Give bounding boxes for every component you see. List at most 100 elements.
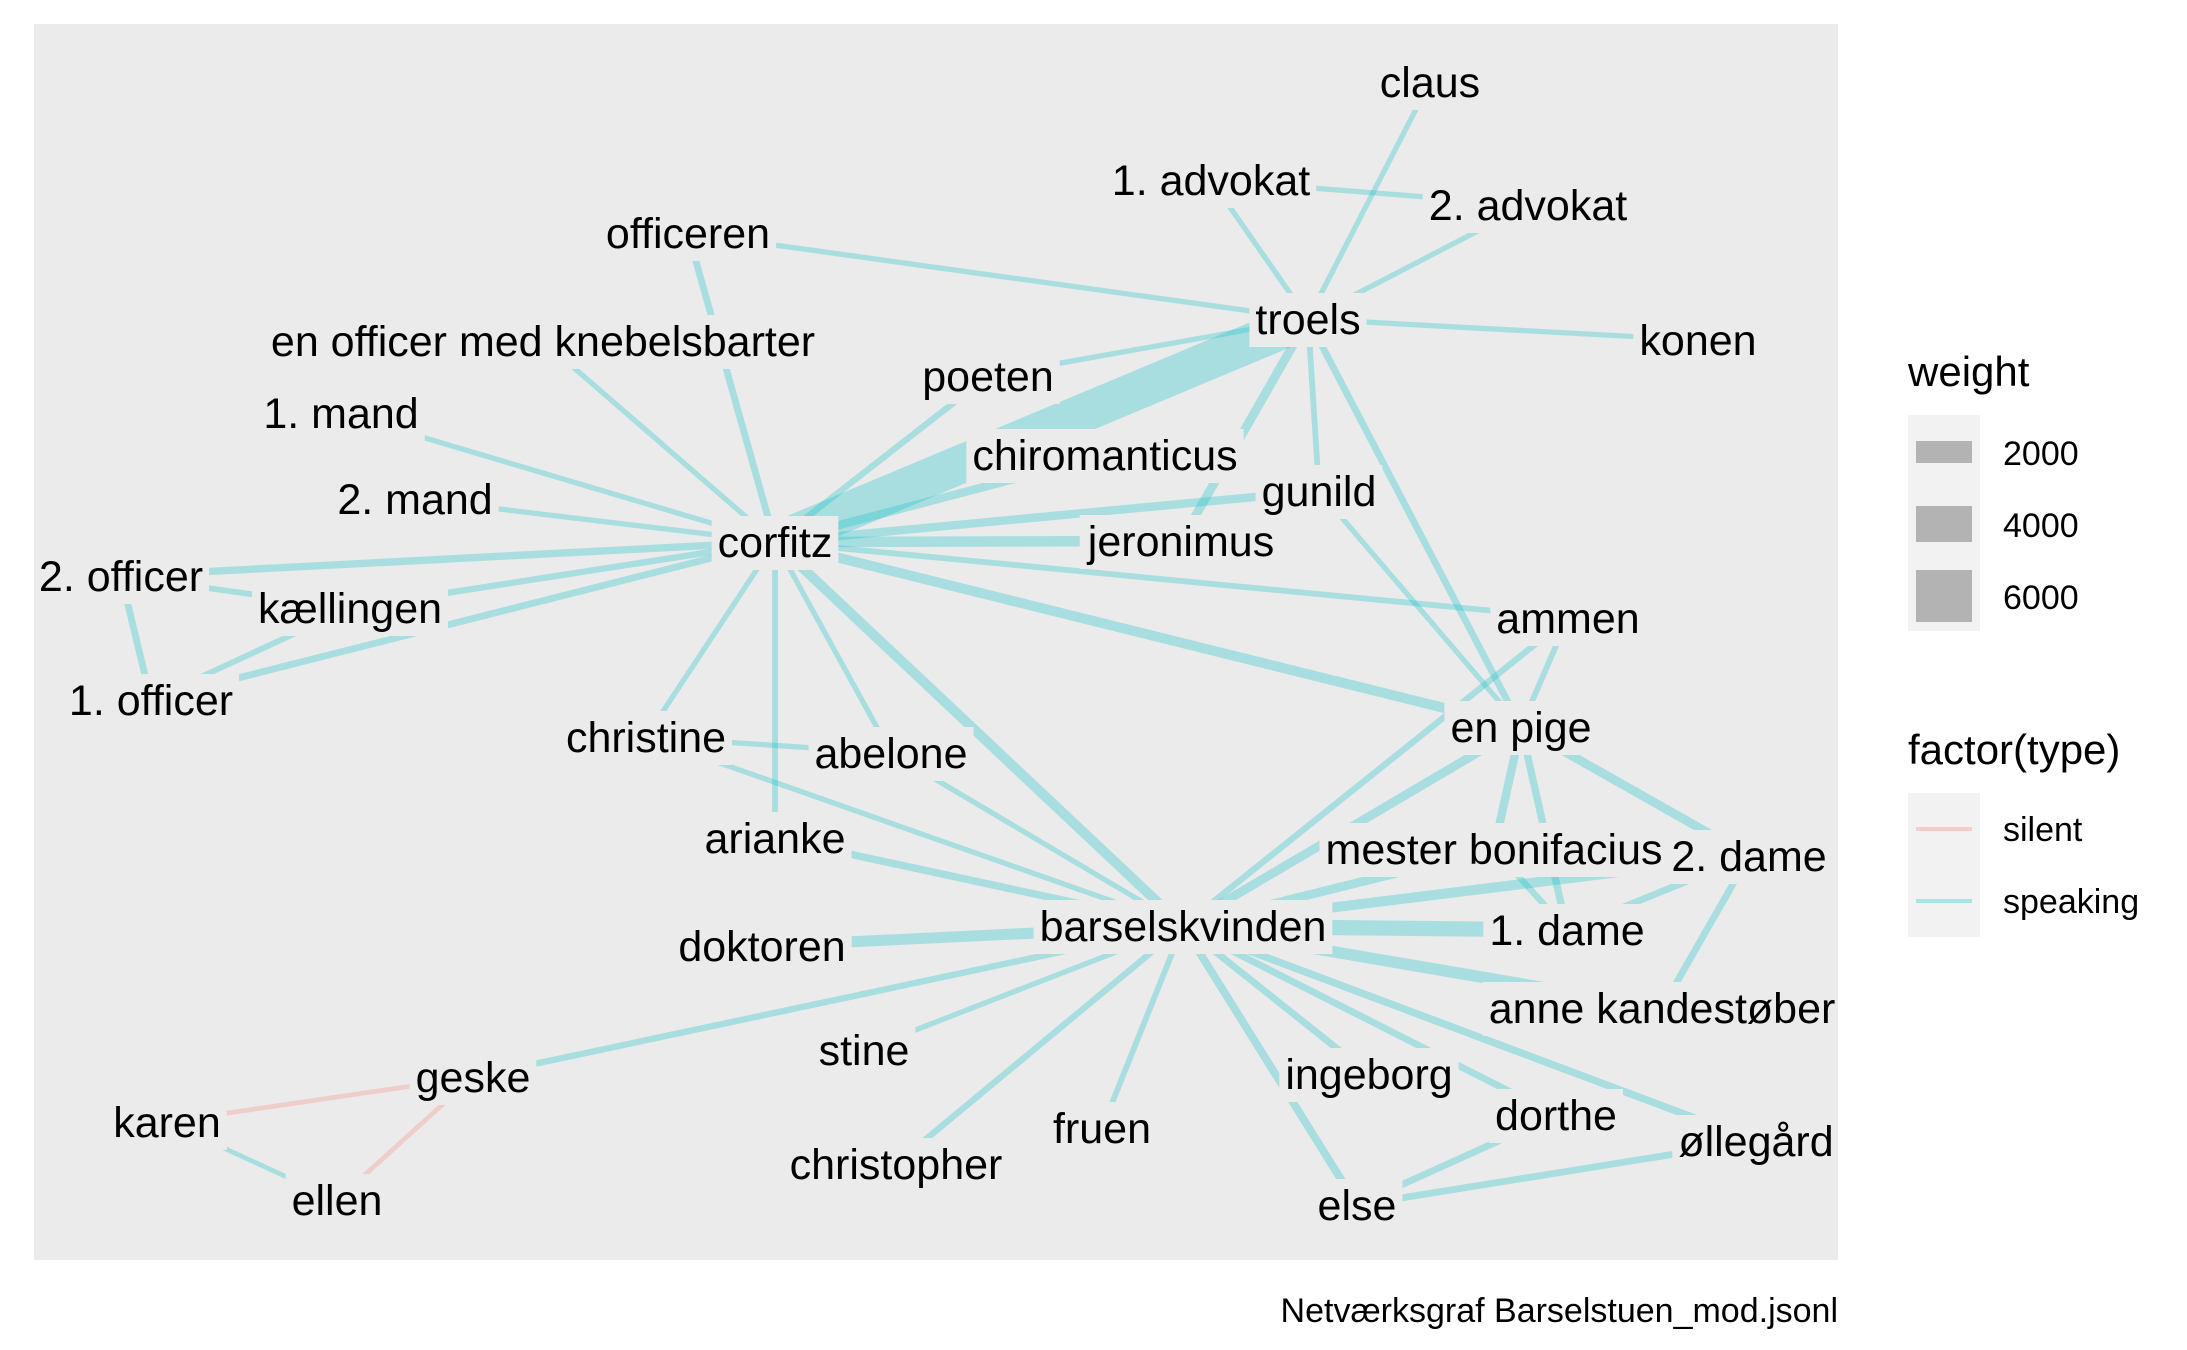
node-label-advokat2: 2. advokat (1429, 182, 1627, 230)
edge-ammen-barselskvinden (1181, 615, 1570, 929)
node-label-dame1: 1. dame (1489, 907, 1644, 955)
node-officer2: 2. officer (34, 550, 210, 604)
node-label-background-bonifacius (1319, 823, 1669, 877)
node-label-background-kaellingen (251, 582, 449, 636)
node-corfitz: corfitz (711, 516, 839, 570)
node-label-poeten: poeten (922, 353, 1054, 401)
edge-troels-officeren (687, 230, 1309, 322)
node-label-stine: stine (819, 1027, 910, 1075)
node-jeronimus: jeronimus (1079, 515, 1281, 569)
node-label-doktoren: doktoren (678, 923, 845, 971)
legend-weight-key-2000 (1916, 441, 1972, 463)
legend-type-label-speaking: speaking (2003, 883, 2139, 921)
node-label-background-abelone (808, 727, 974, 781)
node-advokat2: 2. advokat (1422, 179, 1634, 233)
legend-weight-label-6000: 6000 (2003, 579, 2079, 617)
node-label-officer2: 2. officer (39, 553, 203, 601)
node-knebel: en officer med knebelsbarter (264, 315, 822, 369)
edge-abelone-barselskvinden (889, 750, 1185, 929)
node-label-background-stine (812, 1024, 916, 1078)
node-ammen: ammen (1490, 592, 1646, 646)
node-label-arianke: arianke (704, 815, 845, 863)
node-stine: stine (812, 1024, 916, 1078)
node-label-claus: claus (1380, 59, 1480, 107)
node-label-background-dame2 (1665, 830, 1833, 884)
node-label-ollegard: øllegård (1678, 1118, 1833, 1166)
node-dorthe: dorthe (1489, 1089, 1623, 1143)
node-label-background-ingeborg (1279, 1048, 1459, 1102)
node-geske: geske (409, 1051, 537, 1105)
node-label-background-karen (107, 1096, 227, 1150)
node-label-troels: troels (1255, 296, 1360, 344)
node-label-background-advokat2 (1422, 179, 1634, 233)
node-label-kaellingen: kællingen (258, 585, 442, 633)
edge-corfitz-officer2 (120, 538, 776, 580)
node-label-background-fruen (1046, 1102, 1158, 1156)
node-label-abelone: abelone (814, 730, 967, 778)
node-label-enpige: en pige (1450, 704, 1591, 752)
node-label-background-ollegard (1672, 1115, 1838, 1169)
legend-type: factor(type) silent speaking (1908, 726, 2139, 937)
node-claus: claus (1373, 56, 1487, 110)
edge-corfitz-gunild (774, 486, 1320, 547)
node-label-background-gunild (1255, 465, 1383, 519)
plot-caption: Netværksgraf Barselstuen_mod.jsonl (1281, 1292, 1838, 1330)
node-christopher: christopher (783, 1138, 1009, 1192)
edge-troels-gunild (1305, 318, 1322, 492)
node-label-background-officeren (599, 207, 777, 261)
node-officeren: officeren (599, 207, 777, 261)
node-label-dame2: 2. dame (1671, 833, 1826, 881)
legend-weight-label-4000: 4000 (2003, 507, 2079, 545)
node-label-background-knebel (264, 315, 822, 369)
node-fruen: fruen (1046, 1102, 1158, 1156)
edge-corfitz-officeren (684, 232, 779, 543)
node-label-background-christopher (783, 1138, 1009, 1192)
node-label-background-dame1 (1483, 904, 1651, 958)
node-mand2: 2. mand (331, 473, 499, 527)
edge-barselskvinden-else (1179, 923, 1361, 1208)
legend-weight-key-4000 (1916, 506, 1972, 542)
node-label-background-mand1 (257, 387, 425, 441)
legend-weight-key-6000 (1916, 570, 1972, 622)
node-label-chiromanticus: chiromanticus (972, 432, 1237, 480)
node-label-kandestober: anne kandestøber (1489, 985, 1836, 1033)
node-karen: karen (107, 1096, 227, 1150)
node-label-karen: karen (113, 1099, 221, 1147)
node-label-background-officer2 (34, 550, 210, 604)
node-label-christopher: christopher (790, 1141, 1003, 1189)
node-label-background-arianke (698, 812, 852, 866)
edge-corfitz-enpige (773, 537, 1523, 732)
node-label-background-advokat1 (1105, 154, 1317, 208)
node-dame1: 1. dame (1483, 904, 1651, 958)
edge-corfitz-officer1 (150, 538, 776, 704)
node-label-konen: konen (1639, 317, 1756, 365)
node-label-background-ellen (285, 1174, 389, 1228)
node-label-knebel: en officer med knebelsbarter (271, 318, 815, 366)
node-label-bonifacius: mester bonifacius (1326, 826, 1663, 874)
edge-troels-jeronimus (1177, 316, 1312, 544)
legend-type-label-silent: silent (2003, 811, 2083, 849)
node-ingeborg: ingeborg (1279, 1048, 1459, 1102)
edge-corfitz-ammen (774, 539, 1569, 621)
node-doktoren: doktoren (672, 920, 852, 974)
node-label-dorthe: dorthe (1495, 1092, 1617, 1140)
edge-corfitz-christine (643, 540, 778, 739)
node-konen: konen (1633, 314, 1763, 368)
node-abelone: abelone (808, 727, 974, 781)
edge-corfitz-knebel (541, 338, 777, 545)
node-label-background-enpige (1444, 701, 1598, 755)
node-label-geske: geske (416, 1054, 531, 1102)
node-ollegard: øllegård (1672, 1115, 1838, 1169)
node-mand1: 1. mand (257, 387, 425, 441)
edge-barselskvinden-ollegard (1181, 922, 1758, 1145)
node-label-background-geske (409, 1051, 537, 1105)
node-officer1: 1. officer (62, 674, 240, 728)
legend-type-title: factor(type) (1908, 726, 2120, 773)
legend-type-key-background (1908, 793, 1980, 937)
edge-christine-barselskvinden (645, 734, 1184, 929)
node-label-fruen: fruen (1053, 1105, 1151, 1153)
node-chiromanticus: chiromanticus (966, 429, 1244, 483)
node-label-christine: christine (566, 714, 726, 762)
legend-weight: weight 2000 4000 6000 (1907, 348, 2079, 631)
